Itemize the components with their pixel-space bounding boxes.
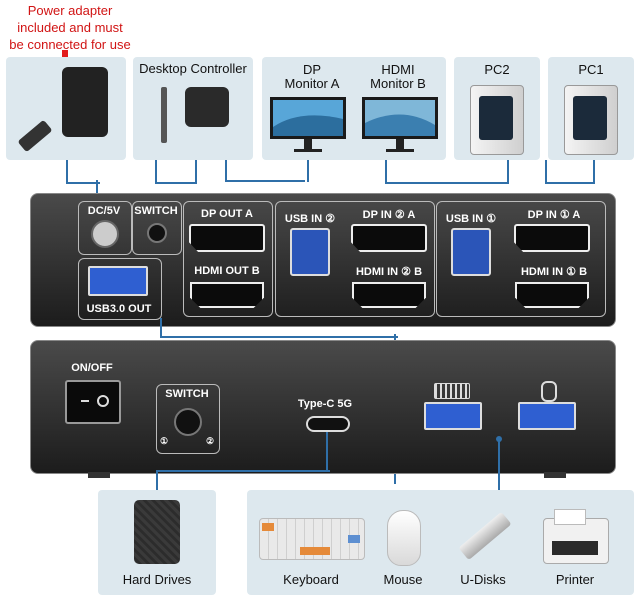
monitors-card: DP Monitor A HDMI Monitor B xyxy=(262,57,446,160)
hard-drives-card: Hard Drives xyxy=(98,490,216,595)
wire xyxy=(66,160,100,184)
monitor-a-type: DP xyxy=(302,62,322,77)
dp-in-1-a-port[interactable] xyxy=(514,224,590,252)
front-switch-label: SWITCH xyxy=(165,388,209,400)
pc-tower-icon xyxy=(470,85,524,155)
foot xyxy=(544,472,566,478)
printer-label: Printer xyxy=(555,572,595,587)
pc1-label: PC1 xyxy=(578,62,604,77)
dc-port-box xyxy=(78,201,132,255)
switch-label: SWITCH xyxy=(134,205,178,217)
peripherals-card: Keyboard Mouse U-Disks Printer xyxy=(247,490,634,595)
usb-in-1-port[interactable] xyxy=(451,228,491,276)
desktop-controller-card: Desktop Controller xyxy=(133,57,253,160)
note-line-3: be connected for use xyxy=(9,37,131,52)
monitor-b-icon xyxy=(362,97,438,152)
wire xyxy=(225,160,309,182)
switch-pos-1: ① xyxy=(159,436,169,446)
mouse-label: Mouse xyxy=(383,572,423,587)
power-adapter-note: Power adapter included and must be conne… xyxy=(0,2,140,53)
audio-jack-icon xyxy=(161,87,167,143)
mouse-icon xyxy=(541,381,557,402)
on-off-label: ON/OFF xyxy=(71,362,113,374)
type-c-label: Type-C 5G xyxy=(297,398,353,410)
output-group-box xyxy=(183,201,273,317)
power-switch[interactable] xyxy=(65,380,121,424)
hdmi-in-2-b-port[interactable] xyxy=(352,282,426,308)
usb3-out-port[interactable] xyxy=(88,266,148,296)
u-disks-label: U-Disks xyxy=(460,572,506,587)
monitor-b-name: Monitor B xyxy=(370,76,426,91)
dp-in-2-a-port[interactable] xyxy=(351,224,427,252)
monitor-a-label: DP Monitor A xyxy=(272,63,352,91)
dp-in-1-a-label: DP IN ① A xyxy=(527,209,581,221)
type-c-port[interactable] xyxy=(306,416,350,432)
audio-port-icon[interactable] xyxy=(147,223,167,243)
hdmi-out-b-port[interactable] xyxy=(190,282,264,308)
dc-plug-icon xyxy=(17,119,53,153)
wire xyxy=(385,160,509,184)
switch-pos-2: ② xyxy=(205,436,215,446)
hdmi-in-2-b-label: HDMI IN ② B xyxy=(355,266,423,278)
keyboard-device-icon xyxy=(259,518,365,560)
printer-icon xyxy=(543,509,609,564)
dc-port-icon[interactable] xyxy=(91,220,119,248)
pc1-card: PC1 xyxy=(548,57,634,160)
pc2-card: PC2 xyxy=(454,57,540,160)
note-line-2: included and must xyxy=(17,20,123,35)
usb3-out-label: USB3.0 OUT xyxy=(86,303,152,315)
wire xyxy=(326,432,328,472)
monitor-a-name: Monitor A xyxy=(284,76,340,91)
keyboard-label: Keyboard xyxy=(283,572,339,587)
pc2-label: PC2 xyxy=(484,62,510,77)
front-switch-box xyxy=(156,384,220,454)
desktop-controller-icon xyxy=(185,87,229,127)
wire xyxy=(160,318,398,338)
monitor-b-type: HDMI xyxy=(381,62,415,77)
wire xyxy=(156,470,330,492)
usb-mouse-port[interactable] xyxy=(518,402,576,430)
power-adapter-card xyxy=(6,57,126,160)
power-off-indicator xyxy=(81,400,89,402)
wire xyxy=(155,160,197,184)
note-line-1: Power adapter xyxy=(27,3,113,18)
power-on-indicator xyxy=(97,395,109,407)
mouse-device-icon xyxy=(387,510,421,566)
dc-label: DC/5V xyxy=(87,205,121,217)
input-2-group-box xyxy=(275,201,435,317)
usb-in-2-port[interactable] xyxy=(290,228,330,276)
power-adapter-icon xyxy=(62,67,108,137)
pc-tower-icon xyxy=(564,85,618,155)
wire xyxy=(545,160,595,184)
junction-dot xyxy=(496,436,502,442)
dp-out-a-port[interactable] xyxy=(189,224,265,252)
dp-out-a-label: DP OUT A xyxy=(201,208,253,220)
usb-in-2-label: USB IN ② xyxy=(284,213,336,225)
input-1-group-box xyxy=(436,201,606,317)
switch-button[interactable] xyxy=(174,408,202,436)
keyboard-icon xyxy=(434,383,470,399)
hard-drives-label: Hard Drives xyxy=(122,572,192,587)
usb-keyboard-port[interactable] xyxy=(424,402,482,430)
wire xyxy=(225,180,305,182)
usb-in-1-label: USB IN ① xyxy=(445,213,497,225)
wire xyxy=(498,440,500,490)
hdmi-in-1-b-port[interactable] xyxy=(515,282,589,308)
switch-port-box xyxy=(132,201,182,255)
u-disk-icon xyxy=(458,511,512,561)
foot xyxy=(88,472,110,478)
desktop-controller-label: Desktop Controller xyxy=(139,61,247,76)
monitor-b-label: HDMI Monitor B xyxy=(358,63,438,91)
dp-in-2-a-label: DP IN ② A xyxy=(362,209,416,221)
usb3-out-box xyxy=(78,258,162,320)
hdmi-in-1-b-label: HDMI IN ① B xyxy=(520,266,588,278)
hdmi-out-b-label: HDMI OUT B xyxy=(194,265,260,277)
hard-drive-icon xyxy=(134,500,180,564)
monitor-a-icon xyxy=(270,97,346,152)
